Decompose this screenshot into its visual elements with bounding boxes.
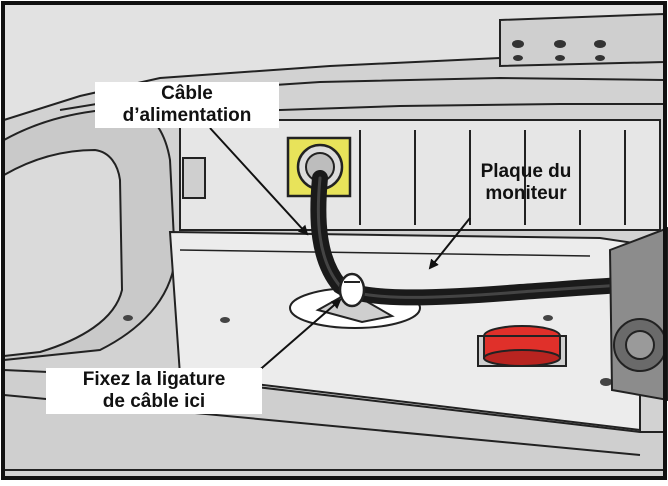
cable-tie [338,272,366,308]
monitor-plate-arrow [428,217,471,270]
screw [600,378,612,386]
monitor-plate-label-line1: Plaque du [480,161,572,182]
cable-tie-label-line2: de câble ici [102,391,206,412]
screw [220,317,230,323]
bracket-hole [594,40,606,48]
bracket-hole [554,40,566,48]
power-cable-label-line1: Câble [161,83,213,104]
screw [543,315,553,321]
cable-tie-label: Fixez la ligature de câble ici [46,368,262,414]
right-knob-inner [625,330,655,360]
bracket-hole [555,55,565,61]
power-cable-label-line2: d’alimentation [122,105,252,126]
side-clip [182,157,206,199]
plate-edge [179,249,591,257]
right-component [608,226,668,402]
bracket-hole [512,40,524,48]
cable-tie-arrow [247,298,342,381]
left-cover-inner [3,148,124,358]
bracket-hole [595,55,605,61]
power-cable-label: Câble d’alimentation [95,82,279,128]
monitor-plate-label: Plaque du moniteur [448,160,604,206]
tie-mount [315,290,395,324]
cable-tie-label-line1: Fixez la ligature [82,369,226,390]
screw [123,315,133,321]
power-cable-highlight [316,176,668,299]
monitor-plate-label-line2: moniteur [485,183,567,204]
power-cable-arrow [209,127,309,236]
top-bracket [499,12,665,68]
red-button-bottom [483,349,561,367]
bracket-hole [513,55,523,61]
